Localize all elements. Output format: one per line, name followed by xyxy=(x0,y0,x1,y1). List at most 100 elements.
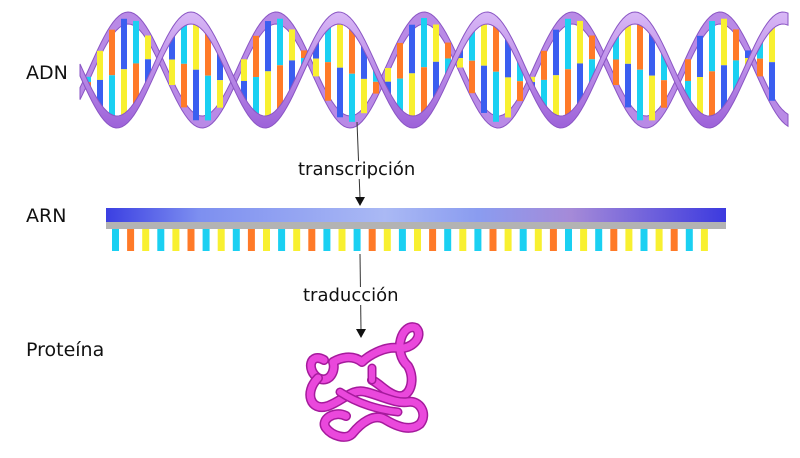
rna-base xyxy=(263,229,270,251)
dna-base xyxy=(469,28,475,61)
dna-base xyxy=(721,65,727,112)
dna-base xyxy=(109,29,115,76)
dna-base xyxy=(313,58,319,77)
rna-base xyxy=(444,229,452,251)
rna-base xyxy=(368,229,376,251)
dna-base xyxy=(529,76,535,83)
dna-base xyxy=(109,75,115,121)
dna-base xyxy=(181,20,187,64)
dna-base xyxy=(277,65,283,112)
dna-base xyxy=(253,77,259,119)
transcription-label: transcripción xyxy=(296,159,418,180)
rna-base xyxy=(700,229,708,251)
dna-base xyxy=(697,35,703,78)
rna-base xyxy=(172,229,180,251)
dna-base xyxy=(241,80,247,103)
dna-base xyxy=(337,18,343,68)
dna-base xyxy=(709,21,715,72)
dna-base xyxy=(169,34,175,60)
rna-base xyxy=(595,229,603,251)
rna-base xyxy=(293,229,301,251)
dna-base xyxy=(409,73,415,122)
dna-base xyxy=(193,69,199,121)
rna-base xyxy=(247,229,255,251)
rna-base xyxy=(398,229,406,251)
dna-base xyxy=(565,18,571,70)
dna-base xyxy=(121,69,127,120)
dna-base xyxy=(277,18,283,66)
rna-strand xyxy=(106,208,726,251)
dna-base xyxy=(493,21,499,72)
rna-base xyxy=(429,229,437,251)
rna-base xyxy=(474,229,482,251)
dna-double-helix xyxy=(79,11,789,129)
rna-base xyxy=(489,229,497,251)
dna-base xyxy=(421,18,427,68)
dna-base xyxy=(145,59,151,84)
dna-base xyxy=(625,20,631,64)
dna-base xyxy=(397,42,403,79)
dna-base xyxy=(133,20,139,64)
rna-base xyxy=(625,229,633,251)
dna-front-strand xyxy=(79,11,789,129)
dna-base xyxy=(253,35,259,78)
dna-base xyxy=(385,68,391,82)
rna-base xyxy=(640,229,648,251)
dna-base xyxy=(361,78,367,114)
dna-base xyxy=(121,18,127,70)
rna-base xyxy=(685,229,693,251)
dna-base xyxy=(349,73,355,122)
dna-base xyxy=(217,52,223,81)
dna-base xyxy=(517,61,523,82)
dna-base xyxy=(733,29,739,61)
dna-base xyxy=(769,62,775,101)
dna-base xyxy=(373,81,379,94)
rna-base xyxy=(202,229,210,251)
rna-base xyxy=(549,229,557,251)
folded-protein xyxy=(305,322,429,442)
dna-label: ADN xyxy=(26,62,68,84)
dna-base xyxy=(205,75,211,121)
dna-base xyxy=(709,71,715,122)
rna-base xyxy=(565,229,572,251)
dna-base xyxy=(241,59,247,81)
rna-base xyxy=(142,229,150,251)
dna-base xyxy=(97,50,103,80)
dna-base xyxy=(265,21,271,72)
rna-base xyxy=(278,229,286,251)
dna-base xyxy=(589,59,595,84)
dna-base xyxy=(745,50,751,58)
dna-base xyxy=(481,65,487,113)
dna-base xyxy=(181,63,187,108)
dna-base xyxy=(265,71,271,122)
dna-base xyxy=(325,23,331,63)
dna-base xyxy=(337,67,343,118)
rna-base xyxy=(127,229,135,251)
dna-base xyxy=(421,67,427,117)
dna-base xyxy=(289,60,295,92)
dna-base xyxy=(445,58,451,75)
dna-base xyxy=(577,63,583,106)
dna-base xyxy=(469,60,475,94)
dna-base xyxy=(457,58,463,68)
dna-base xyxy=(313,40,319,59)
dna-base xyxy=(613,34,619,60)
rna-label: ARN xyxy=(26,205,67,227)
rna-base xyxy=(338,229,346,251)
dna-base xyxy=(733,60,739,92)
dna-base xyxy=(685,59,691,81)
dna-base xyxy=(289,29,295,61)
rna-base xyxy=(459,229,467,251)
rna-backbone xyxy=(106,208,726,222)
dna-base xyxy=(217,80,223,108)
dna-base xyxy=(553,29,559,76)
rna-base xyxy=(519,229,527,251)
dna-base xyxy=(493,71,499,122)
dna-base xyxy=(409,24,415,74)
dna-base xyxy=(145,35,151,60)
helix-backbone xyxy=(79,11,789,129)
dna-base xyxy=(661,80,667,108)
dna-base xyxy=(301,50,307,58)
dna-base xyxy=(649,75,655,121)
